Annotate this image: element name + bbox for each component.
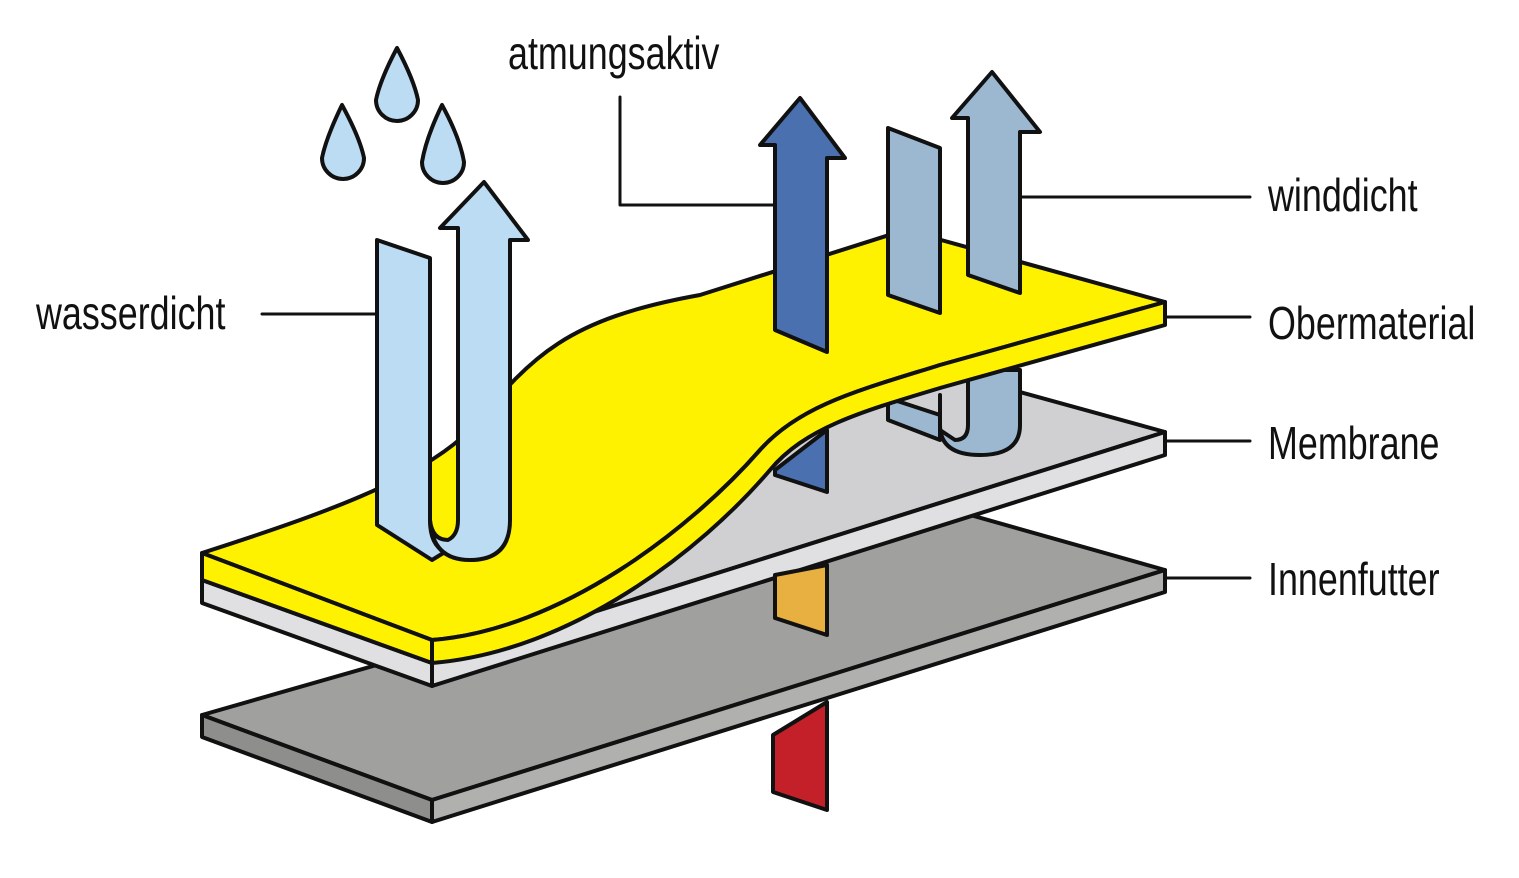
label-membrane: Membrane <box>1268 417 1440 469</box>
label-obermaterial: Obermaterial <box>1268 297 1476 349</box>
raindrop-icon <box>420 103 466 185</box>
wind-arrow-lower-part <box>886 368 1022 457</box>
arrow-up-icon <box>758 96 847 354</box>
wind-plate <box>886 126 942 315</box>
arrow-up-icon <box>950 70 1042 295</box>
raindrop-icon <box>320 103 366 181</box>
label-winddicht: winddicht <box>1268 169 1418 221</box>
orange-flow-stub <box>773 563 829 637</box>
leader-lines <box>260 95 1252 580</box>
water-arrow <box>375 180 530 562</box>
label-wasserdicht: wasserdicht <box>36 287 226 339</box>
innenfutter-layer <box>200 503 1167 824</box>
label-atmungsaktiv: atmungsaktiv <box>508 27 720 79</box>
red-flow-stub <box>771 700 829 812</box>
label-innenfutter: Innenfutter <box>1268 553 1440 605</box>
raindrop-icon <box>374 46 420 123</box>
breath-arrow-lower-part <box>773 428 829 494</box>
